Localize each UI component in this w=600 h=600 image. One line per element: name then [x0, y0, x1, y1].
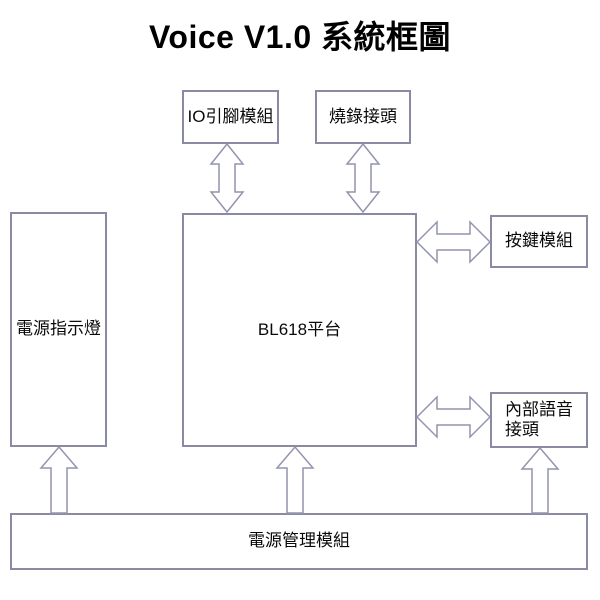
node-internal-voice-connector-label: 內部語音接頭: [505, 399, 573, 439]
node-power-indicator-label: 電源指示燈: [16, 319, 101, 339]
node-burn-connector-label: 燒錄接頭: [329, 106, 397, 126]
node-power-indicator: 電源指示燈: [10, 212, 107, 447]
arrow-io-pin-to-bl618-bidirectional-icon: [209, 142, 245, 214]
arrow-power-to-power-indicator-up-icon: [39, 445, 79, 514]
node-internal-voice-connector: 內部語音接頭: [490, 392, 588, 448]
node-power-management-label: 電源管理模組: [248, 531, 350, 551]
node-io-pin-module-label: IO引腳模組: [187, 106, 274, 126]
node-io-pin-module: IO引腳模組: [182, 90, 279, 144]
node-burn-connector: 燒錄接頭: [315, 90, 411, 144]
arrow-bl618-to-button-module-bidirectional-icon: [415, 220, 492, 264]
node-bl618-platform: BL618平台: [182, 213, 417, 447]
node-power-management: 電源管理模組: [10, 513, 588, 570]
arrow-power-to-internal-voice-up-icon: [520, 446, 560, 514]
node-button-module: 按鍵模組: [490, 215, 588, 268]
arrow-bl618-to-internal-voice-bidirectional-icon: [415, 395, 492, 439]
arrow-power-to-bl618-up-icon: [275, 445, 315, 514]
node-button-module-label: 按鍵模組: [505, 231, 573, 251]
arrow-burn-connector-to-bl618-bidirectional-icon: [345, 142, 381, 214]
node-bl618-platform-label: BL618平台: [257, 319, 342, 339]
diagram-title: Voice V1.0 系統框圖: [148, 19, 452, 55]
